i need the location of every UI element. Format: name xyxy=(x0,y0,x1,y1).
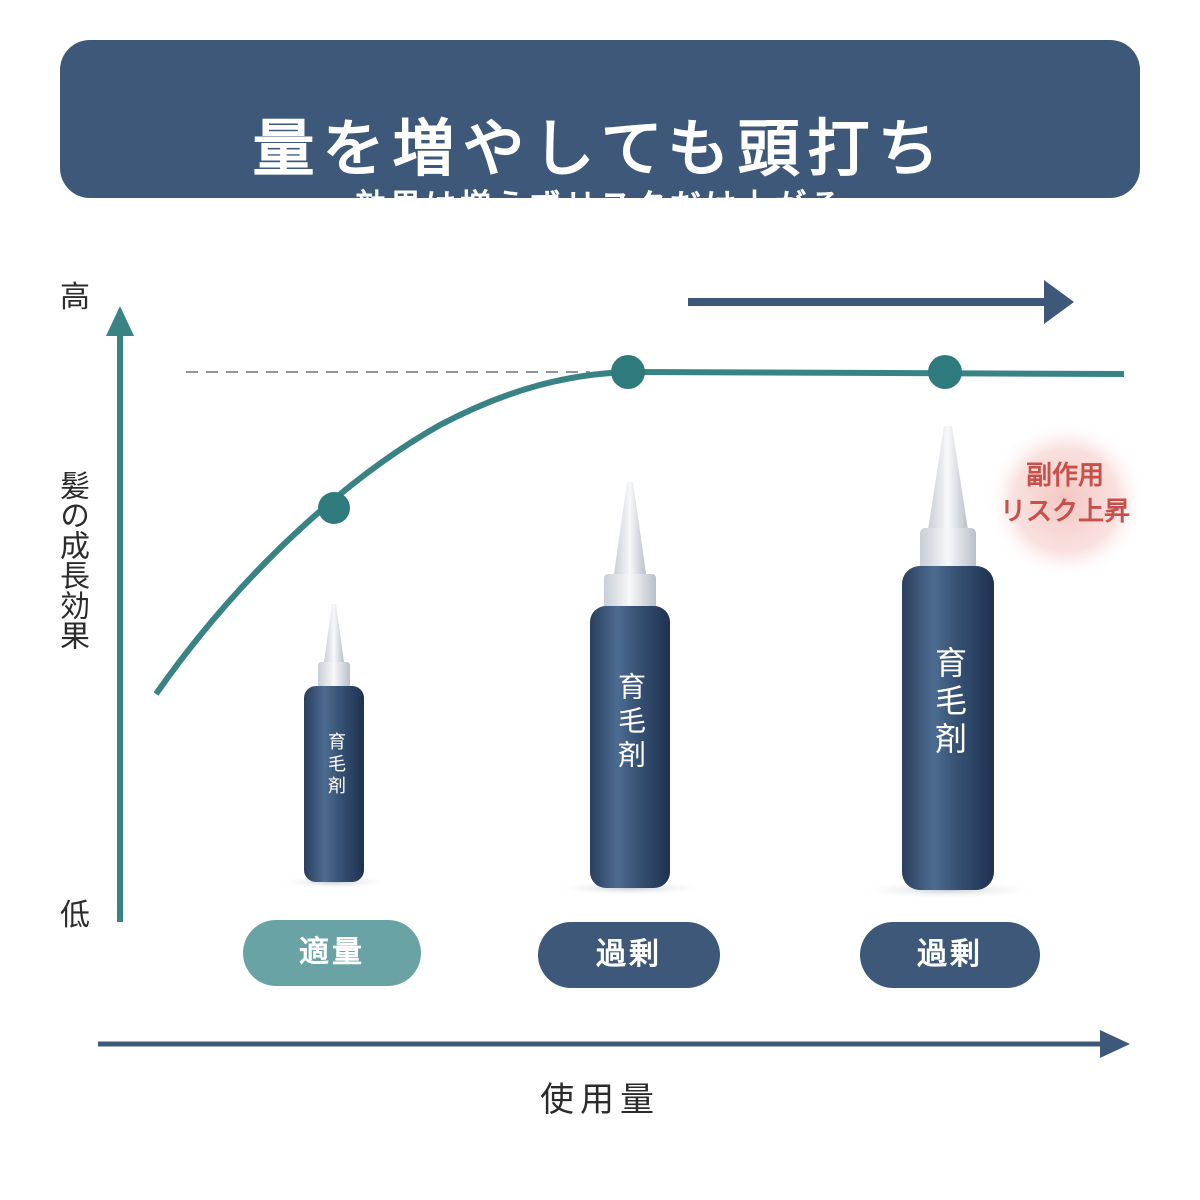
bottle-label: 育毛剤 xyxy=(930,646,968,760)
header-banner: 量を増やしても頭打ち 効果は増えずリスクだけ上がる xyxy=(60,40,1140,224)
curve-point xyxy=(928,355,962,389)
x-axis xyxy=(98,1030,1130,1058)
x-axis-label: 使用量 xyxy=(540,1080,660,1120)
amount-tag-excess: 過剰 xyxy=(860,922,1040,988)
page-subtitle: 効果は増えずリスクだけ上がる xyxy=(355,188,845,224)
y-axis xyxy=(106,306,134,922)
amount-tag-proper: 適量 xyxy=(243,920,421,986)
curve-point xyxy=(318,492,350,524)
y-axis-high-label: 高 xyxy=(60,280,90,315)
y-axis-label: 髪の成長効果 xyxy=(54,470,89,650)
risk-note-line2: リスク上昇 xyxy=(999,497,1130,527)
y-axis-low-label: 低 xyxy=(60,898,90,933)
risk-glow xyxy=(986,420,1146,580)
amount-tag-excess: 過剰 xyxy=(538,922,720,988)
risk-note: 副作用 リスク上昇 xyxy=(990,458,1140,530)
bottle-label: 育毛剤 xyxy=(325,732,346,798)
page-title: 量を増やしても頭打ち xyxy=(252,112,948,185)
x-axis-arrow-icon xyxy=(1100,1030,1130,1058)
bottle-small xyxy=(276,604,392,889)
effect-curve xyxy=(153,368,1125,696)
bottle-medium xyxy=(550,482,710,896)
risk-note-line1: 副作用 xyxy=(1025,461,1104,491)
bottle-label: 育毛剤 xyxy=(614,672,647,774)
plateau-arrow-icon xyxy=(688,280,1074,324)
curve-point xyxy=(611,355,645,389)
y-axis-arrow-icon xyxy=(106,306,134,336)
bottle-large xyxy=(856,426,1040,899)
